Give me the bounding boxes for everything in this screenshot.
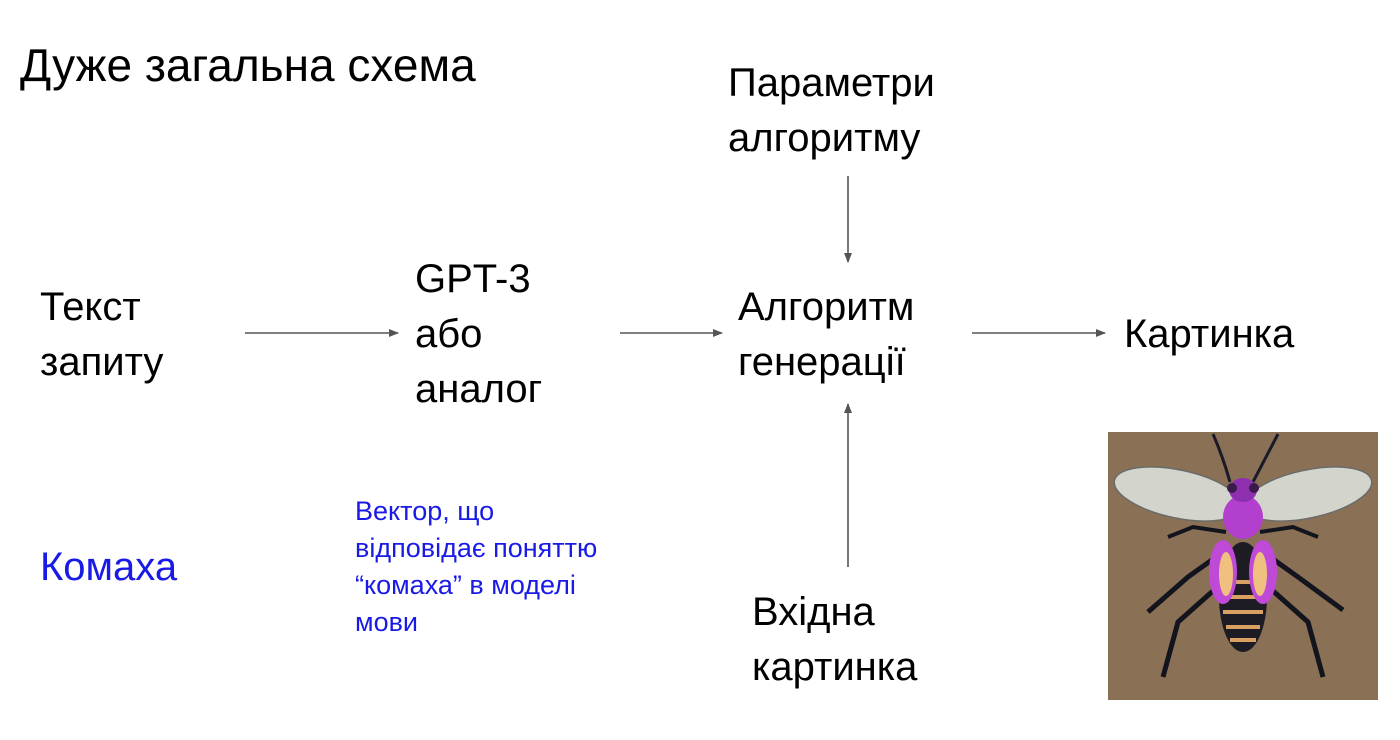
insect-illustration <box>1108 432 1378 700</box>
generated-insect-image <box>1108 432 1378 700</box>
